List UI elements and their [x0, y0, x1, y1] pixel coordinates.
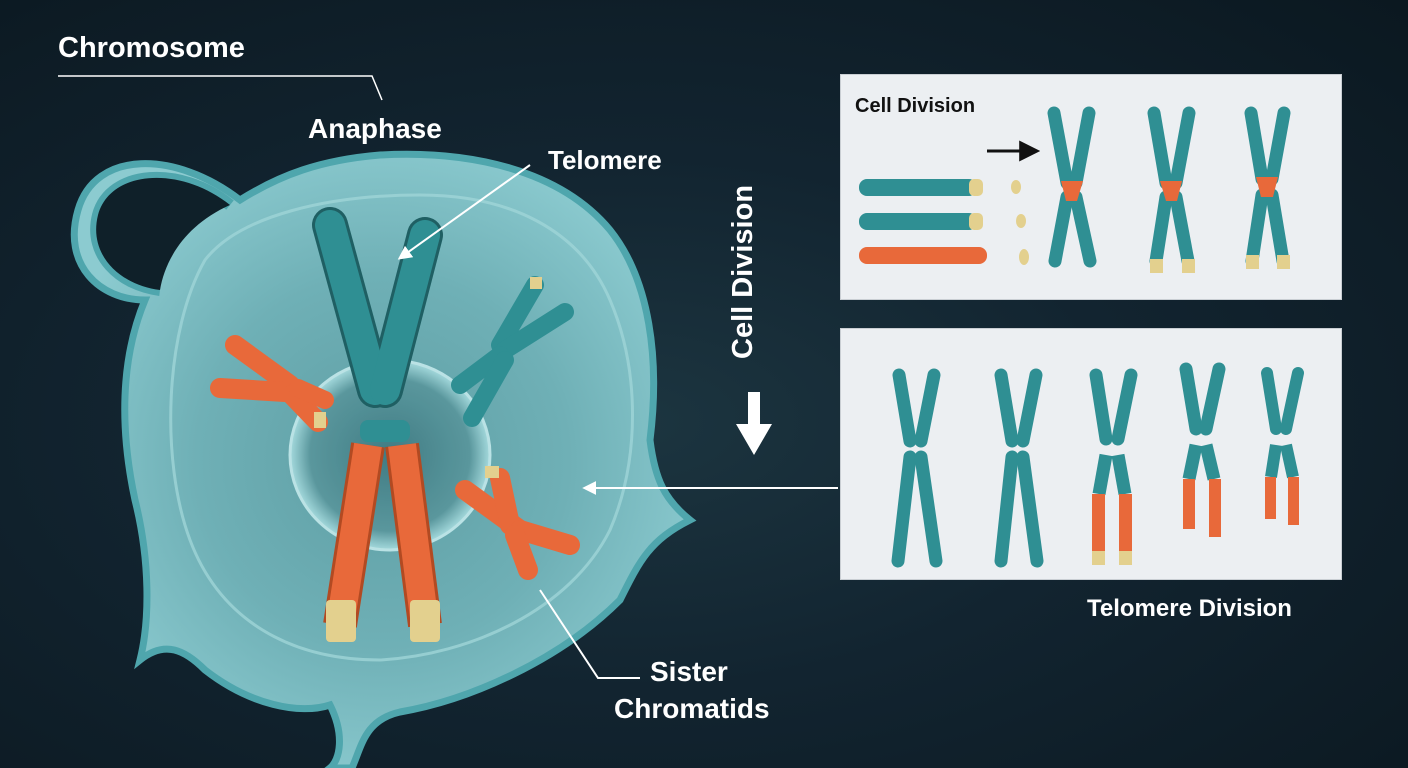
chromosome-leader-line	[58, 75, 383, 101]
telomere-label: Telomere	[548, 145, 662, 175]
x-chromosome	[994, 368, 1044, 568]
main-chromosome-top	[312, 207, 443, 442]
chromosome-rod	[859, 213, 983, 230]
sister-label: Sister	[650, 656, 728, 687]
down-arrow-icon	[736, 392, 772, 455]
telomere-shortening-panel	[840, 328, 1342, 580]
cell-division-graphic	[859, 106, 1291, 273]
anaphase-label: Anaphase	[308, 113, 442, 144]
x-chromosome	[1261, 367, 1304, 525]
x-chromosome	[1089, 368, 1138, 565]
chromosome-title: Chromosome	[58, 32, 245, 64]
x-chromosome	[1179, 362, 1226, 537]
small-chromosome-right	[451, 276, 574, 427]
sister-chromatids-leader	[539, 589, 640, 679]
x-chromosome	[1244, 106, 1291, 269]
small-chromosome-x	[455, 466, 580, 580]
telomere-fragment	[1016, 214, 1026, 228]
telomere-fragment	[1011, 180, 1021, 194]
cell-division-vertical-label: Cell Division	[727, 184, 759, 360]
chromosome-rod	[859, 247, 987, 264]
cell-division-panel: Cell Division	[840, 74, 1342, 300]
telomere-cap	[410, 600, 440, 642]
telomere-division-label: Telomere Division	[1087, 595, 1292, 622]
chromatids-label: Chromatids	[614, 693, 770, 724]
x-chromosome	[1047, 106, 1097, 268]
inner-membrane	[169, 193, 634, 662]
x-chromosome	[1147, 106, 1196, 273]
telomere-shortening-graphic	[891, 362, 1304, 568]
telomere-cap	[326, 600, 356, 642]
telomere-pointer	[397, 164, 531, 260]
telomere-fragment	[1019, 249, 1029, 265]
main-chromosome-bottom	[323, 442, 442, 642]
panel-title: Cell Division	[855, 95, 976, 117]
small-chromosome-left	[210, 335, 334, 432]
chromosome-rod	[859, 179, 983, 196]
x-chromosome	[891, 368, 943, 568]
